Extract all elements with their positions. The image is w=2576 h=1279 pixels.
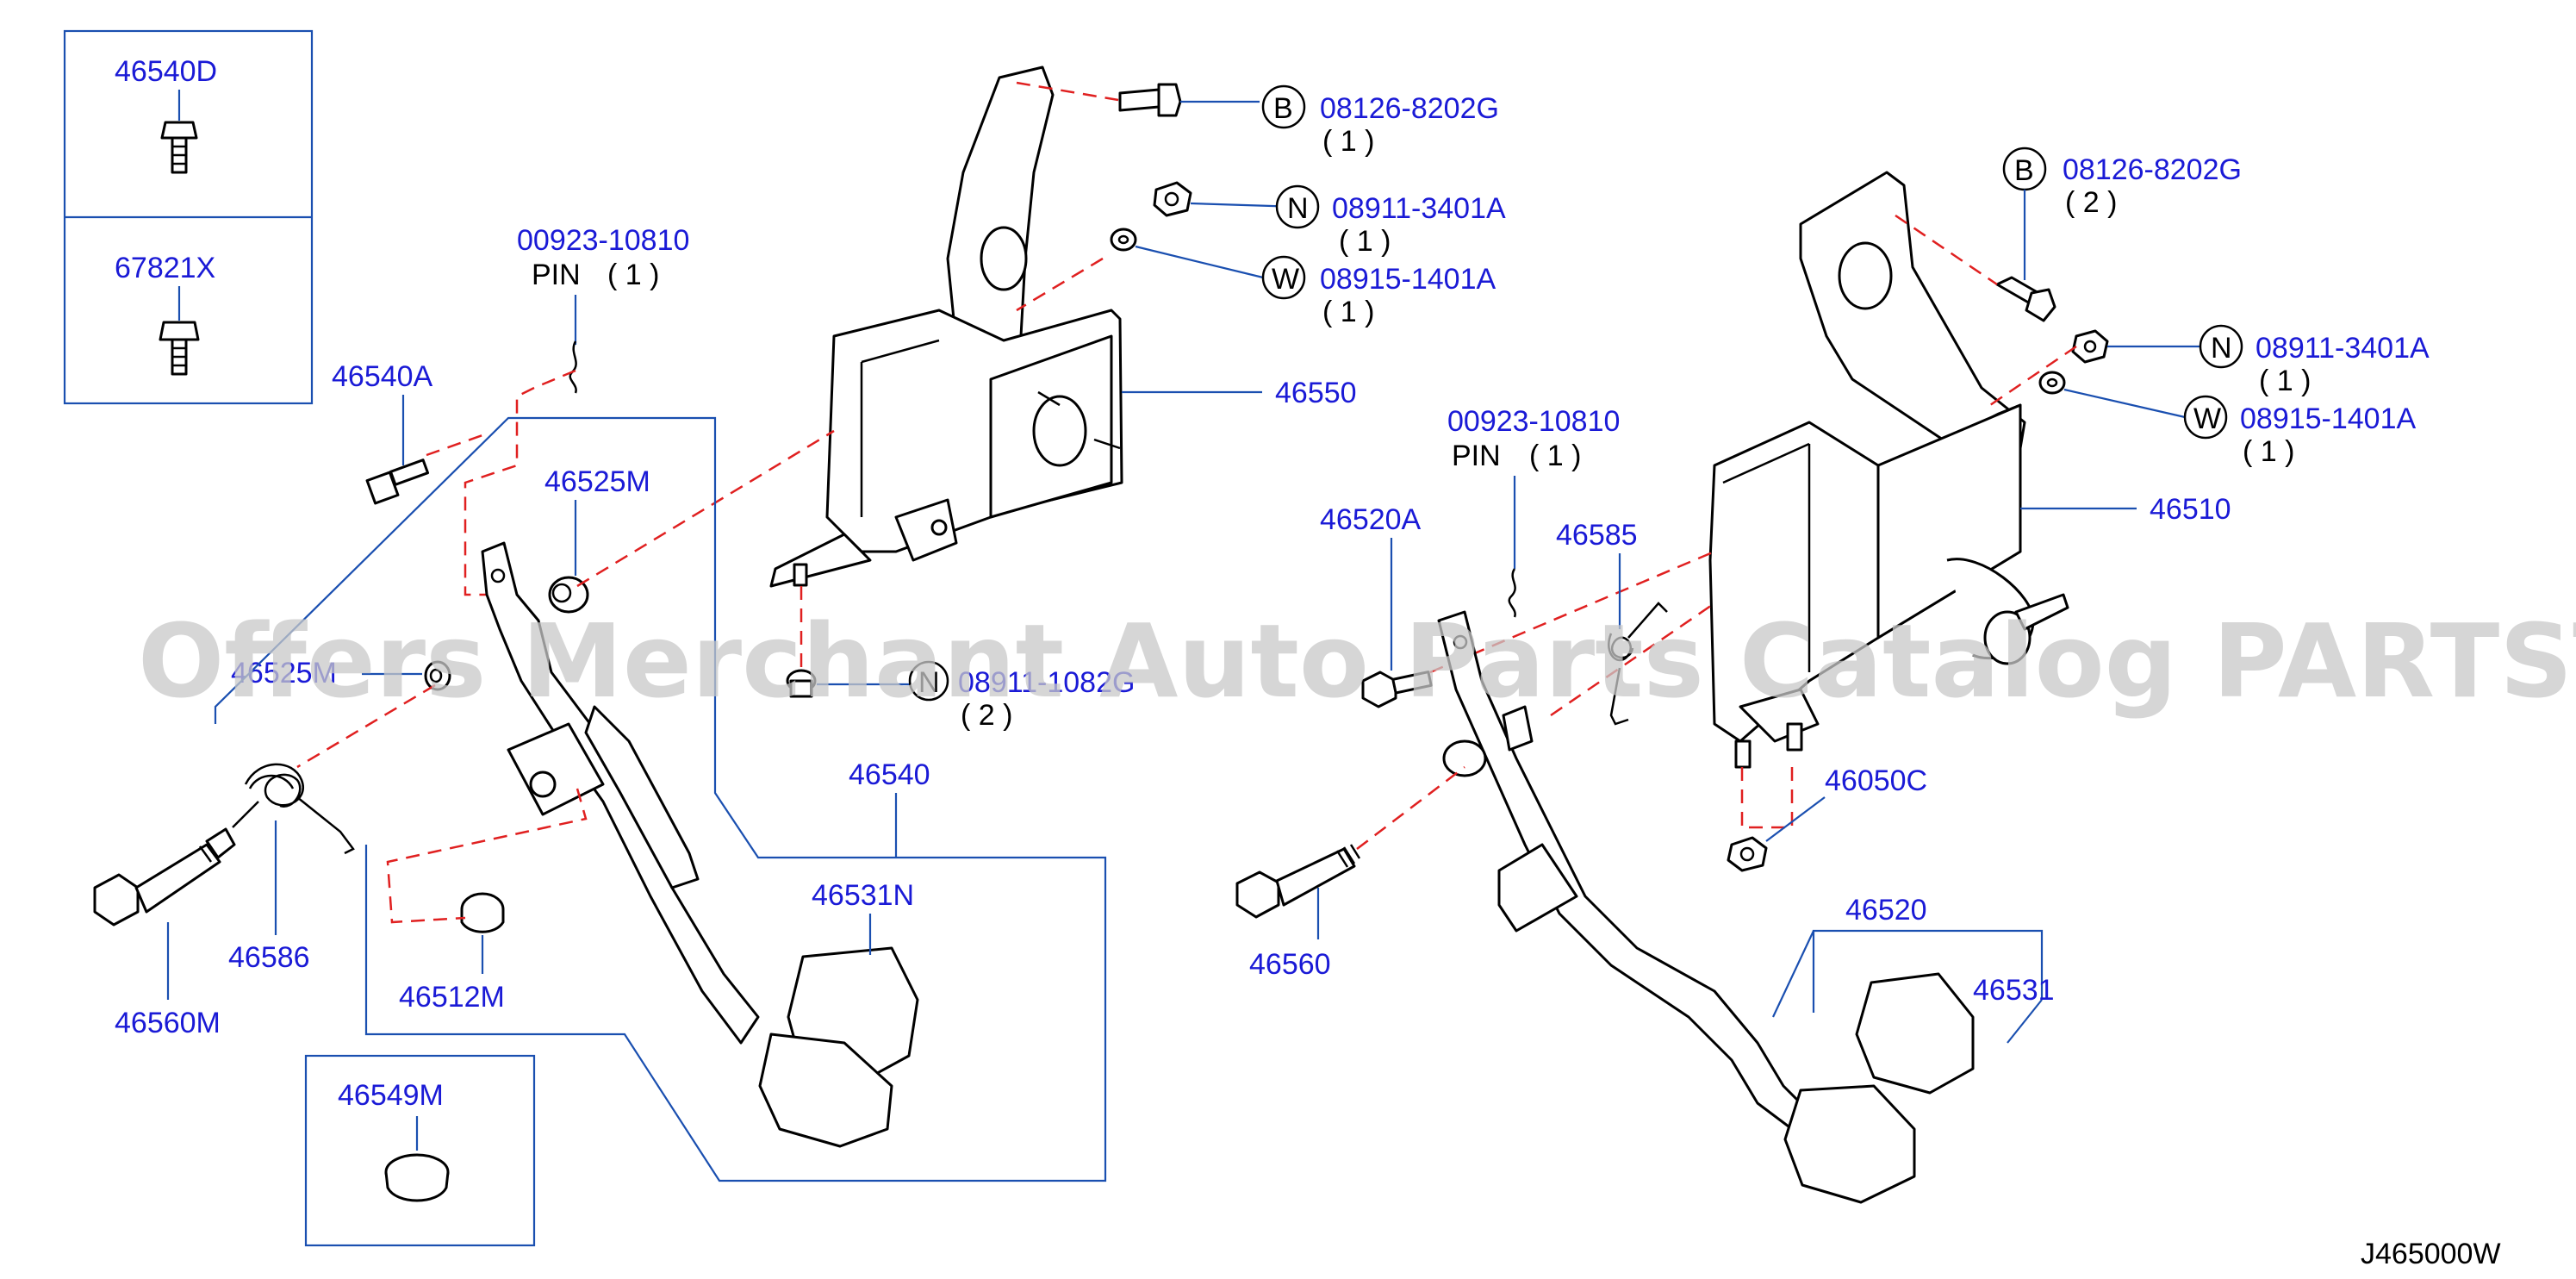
part-label-46540d[interactable]: 46540D xyxy=(115,55,217,88)
part-label-08911-3401a-right[interactable]: 08911-3401A xyxy=(2256,332,2430,365)
part-label-46540[interactable]: 46540 xyxy=(849,758,930,791)
qty-pin-right: ( 1 ) xyxy=(1529,440,1581,472)
callout-w-right xyxy=(2183,395,2228,440)
inset-box-plug: 46549M xyxy=(304,1054,536,1247)
bolt-67821x-icon xyxy=(159,321,200,376)
part-label-67821x[interactable]: 67821X xyxy=(115,252,215,284)
watermark-text: Offers Merchant Auto Parts Catalog PARTS… xyxy=(138,602,2576,721)
part-label-08126-8202g-right[interactable]: 08126-8202G xyxy=(2063,153,2242,186)
part-label-46540a[interactable]: 46540A xyxy=(332,360,433,393)
pin-desc-right: PIN xyxy=(1452,440,1501,472)
bolt-46540a-icon xyxy=(365,459,430,505)
callout-n-bottom-symbol: N xyxy=(918,666,940,699)
qty-08915-1401a-left: ( 1 ) xyxy=(1322,296,1374,328)
part-label-00923-10810-right[interactable]: 00923-10810 xyxy=(1447,405,1620,438)
qty-08911-1082g: ( 2 ) xyxy=(961,699,1012,732)
diagram-code: J465000W xyxy=(2361,1238,2501,1270)
callout-b-right-symbol: B xyxy=(2014,154,2034,187)
part-label-00923-10810-left[interactable]: 00923-10810 xyxy=(517,224,689,257)
part-label-46520a[interactable]: 46520A xyxy=(1320,503,1422,536)
callout-b-left-symbol: B xyxy=(1273,92,1293,125)
callout-w-left xyxy=(1261,255,1306,300)
pin-desc-left: PIN xyxy=(532,259,581,291)
part-label-46525m[interactable]: 46525M xyxy=(544,465,650,498)
part-label-08911-3401a-left[interactable]: 08911-3401A xyxy=(1332,192,1506,225)
callout-b-left xyxy=(1261,84,1306,129)
callout-w-right-symbol: W xyxy=(2193,402,2221,435)
callout-n-left-symbol: N xyxy=(1287,192,1309,225)
pedal-46540-icon xyxy=(481,541,919,1148)
part-label-46585[interactable]: 46585 xyxy=(1556,519,1638,552)
part-label-46560m[interactable]: 46560M xyxy=(115,1007,221,1039)
nut-n-right-icon xyxy=(2071,329,2109,364)
pin-left-icon xyxy=(569,340,577,394)
callout-w-left-symbol: W xyxy=(1272,263,1299,296)
bolt-46540d-icon xyxy=(160,121,198,174)
part-label-08915-1401a-left[interactable]: 08915-1401A xyxy=(1320,263,1496,296)
bolt-b-left-icon xyxy=(1118,83,1182,117)
callout-n-right-symbol: N xyxy=(2211,332,2232,365)
bracket-46550-icon xyxy=(769,66,1123,588)
part-label-08911-1082g[interactable]: 08911-1082G xyxy=(958,666,1135,699)
bolt-46560-icon xyxy=(1235,844,1361,919)
part-label-08126-8202g-left[interactable]: 08126-8202G xyxy=(1320,92,1499,125)
part-label-46560[interactable]: 46560 xyxy=(1249,948,1331,981)
part-label-46512m[interactable]: 46512M xyxy=(399,981,505,1014)
part-label-46520[interactable]: 46520 xyxy=(1845,894,1927,926)
bracket-46510-icon xyxy=(1708,171,2069,769)
callout-n-right xyxy=(2199,324,2243,369)
qty-pin-left: ( 1 ) xyxy=(607,259,659,291)
pin-right-icon xyxy=(1508,568,1516,618)
bolt-46560m-icon xyxy=(93,827,236,926)
part-label-08915-1401a-right[interactable]: 08915-1401A xyxy=(2240,402,2417,435)
nut-bottom-left-icon xyxy=(786,669,817,698)
washer-w-right-icon xyxy=(2038,371,2066,395)
part-label-46550[interactable]: 46550 xyxy=(1275,377,1357,409)
spring-46586-icon xyxy=(232,763,355,855)
inset-box-bolts: 46540D 67821X xyxy=(63,29,314,405)
washer-w-left-icon xyxy=(1110,228,1137,252)
qty-08911-3401a-right: ( 1 ) xyxy=(2259,365,2311,397)
qty-08911-3401a-left: ( 1 ) xyxy=(1339,225,1391,258)
part-label-46531[interactable]: 46531 xyxy=(1973,974,2055,1007)
callout-n-left xyxy=(1275,184,1320,229)
part-label-46586[interactable]: 46586 xyxy=(228,941,310,974)
stopper-46512m-icon xyxy=(460,892,505,933)
part-label-46050c[interactable]: 46050C xyxy=(1825,764,1927,797)
part-label-46531n[interactable]: 46531N xyxy=(812,879,914,912)
callout-n-bottom-left xyxy=(908,660,949,702)
part-label-46510[interactable]: 46510 xyxy=(2150,493,2231,526)
qty-08126-8202g-right: ( 2 ) xyxy=(2065,186,2117,219)
qty-08126-8202g-left: ( 1 ) xyxy=(1322,125,1374,158)
nut-46050c-icon xyxy=(1727,836,1768,872)
bolt-46520a-icon xyxy=(1361,671,1433,708)
pedal-46520-icon xyxy=(1437,610,1975,1204)
bolt-b-right-icon xyxy=(1995,276,2056,322)
nut-n-left-icon xyxy=(1153,181,1192,217)
plug-46549m-icon xyxy=(384,1153,450,1202)
frame-46540 xyxy=(214,416,1107,1182)
bushing-46525n-icon xyxy=(424,660,451,691)
spring-46585-icon xyxy=(1608,602,1668,726)
part-label-46549m[interactable]: 46549M xyxy=(338,1079,444,1112)
qty-08915-1401a-right: ( 1 ) xyxy=(2243,435,2294,468)
